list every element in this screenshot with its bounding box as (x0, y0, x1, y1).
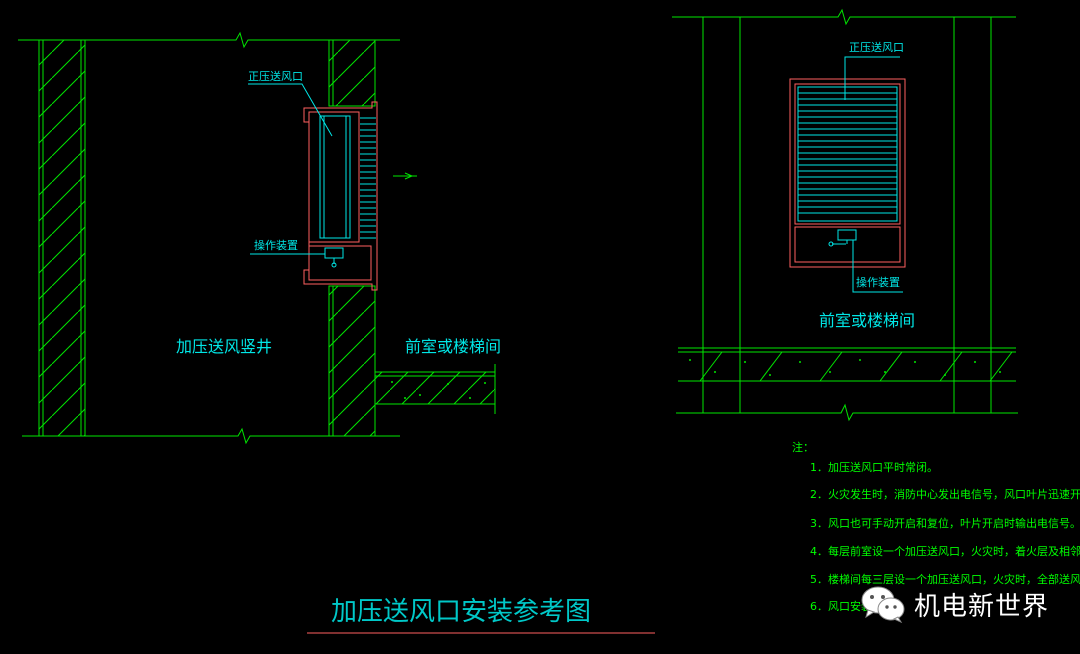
note-item: 2．火灾发生时，消防中心发出电信号，风口叶片迅速开启。 (810, 487, 1080, 501)
bottom-break-line-right (676, 403, 1018, 422)
left-outlet-label: 正压送风口 (248, 69, 303, 83)
top-break-line-right (672, 8, 1016, 26)
shaft-wall-left (38, 39, 86, 437)
note-item: 1．加压送风口平时常闭。 (810, 460, 938, 474)
right-room-label: 前室或楼梯间 (819, 311, 915, 330)
left-section-view (18, 31, 496, 445)
right-outlet-label: 正压送风口 (849, 40, 904, 54)
shaft-wall-right-lower (328, 285, 376, 437)
shaft-label: 加压送风竖井 (176, 337, 272, 356)
right-elevation-view (672, 8, 1018, 422)
note-item: 3．风口也可手动开启和复位，叶片开启时输出电信号。 (810, 516, 1080, 530)
drawing-title: 加压送风口安装参考图 (331, 597, 591, 627)
watermark-text: 机电新世界 (914, 591, 1050, 622)
notes-heading: 注： (792, 440, 814, 454)
watermark: 机电新世界 (860, 582, 1049, 626)
top-break-line (18, 31, 400, 49)
left-device-label: 操作装置 (254, 238, 298, 252)
airflow-arrow (393, 172, 417, 180)
bottom-break-line (22, 427, 400, 445)
floor-slab-left (374, 371, 496, 405)
note-item: 5．楼梯间每三层设一个加压送风口，火灾时，全部送风口同时开启。 (810, 572, 1080, 586)
right-outlet-elevation (789, 56, 906, 293)
shaft-wall-right-upper (328, 39, 376, 107)
wechat-icon (861, 586, 905, 624)
left-room-label: 前室或楼梯间 (405, 337, 501, 356)
note-item: 4．每层前室设一个加压送风口，火灾时，着火层及相邻层送风口同时开启。 (810, 544, 1080, 558)
right-device-label: 操作装置 (856, 275, 900, 289)
left-outlet-section (248, 83, 378, 291)
note-item: 6．风口安装 (810, 599, 872, 613)
